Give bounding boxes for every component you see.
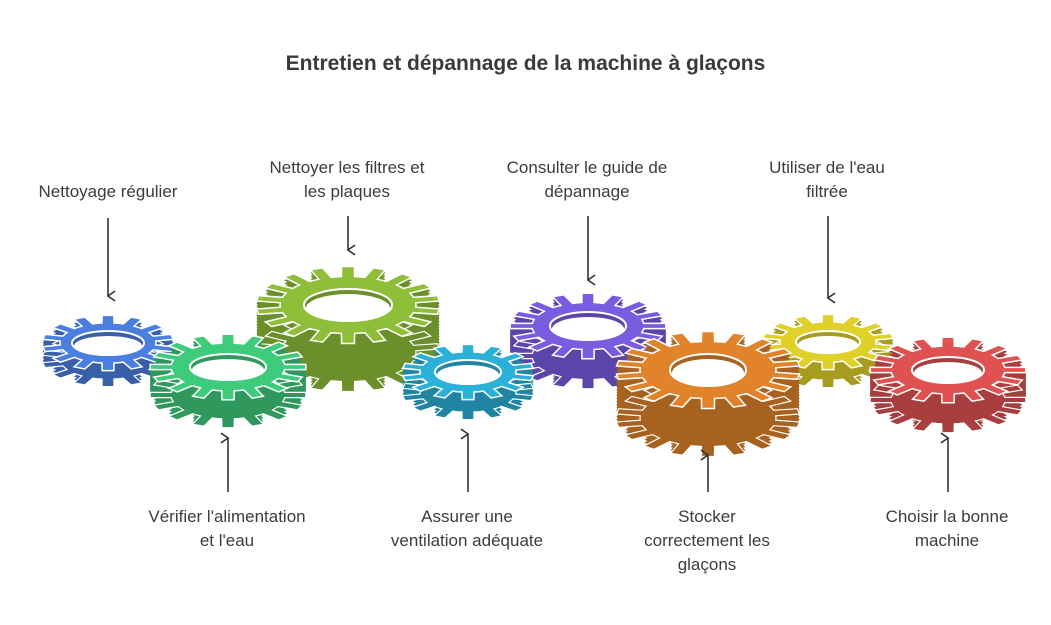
gear-4 bbox=[401, 343, 535, 421]
step-label-line: et l'eau bbox=[199, 531, 255, 550]
gear-2 bbox=[149, 333, 307, 429]
step-label-line: Stocker bbox=[678, 507, 736, 526]
gear-1 bbox=[41, 314, 175, 388]
step-label-line: filtrée bbox=[806, 182, 848, 201]
step-label-1: Nettoyage régulier bbox=[0, 180, 218, 204]
step-label-line: Vérifier l'alimentation bbox=[148, 507, 306, 526]
step-label-line: Assurer une bbox=[421, 507, 513, 526]
gear-8 bbox=[869, 336, 1027, 434]
step-label-line: dépannage bbox=[544, 182, 630, 201]
step-label-2: Vérifier l'alimentation et l'eau bbox=[117, 505, 337, 553]
step-label-line: les plaques bbox=[303, 182, 390, 201]
step-label-line: correctement les bbox=[644, 531, 770, 550]
gear-6 bbox=[615, 330, 801, 458]
step-label-line: Choisir la bonne bbox=[885, 507, 1009, 526]
diagram-title: Entretien et dépannage de la machine à g… bbox=[285, 52, 766, 75]
step-label-line: Consulter le guide de bbox=[506, 158, 668, 177]
step-label-line: ventilation adéquate bbox=[390, 531, 544, 550]
step-label-line: glaçons bbox=[677, 555, 737, 574]
step-label-6: Stocker correctement les glaçons bbox=[597, 505, 817, 577]
step-label-line: machine bbox=[914, 531, 980, 550]
step-label-line: Utiliser de l'eau bbox=[769, 158, 885, 177]
step-label-line: Nettoyer les filtres et bbox=[269, 158, 425, 177]
step-label-3: Nettoyer les filtres et les plaques bbox=[237, 156, 457, 204]
step-label-4: Assurer une ventilation adéquate bbox=[357, 505, 577, 553]
step-label-line: Nettoyage régulier bbox=[38, 182, 178, 201]
step-label-5: Consulter le guide de dépannage bbox=[477, 156, 697, 204]
step-label-7: Utiliser de l'eau filtrée bbox=[717, 156, 937, 204]
step-label-8: Choisir la bonne machine bbox=[837, 505, 1051, 553]
gear-5 bbox=[509, 292, 667, 390]
